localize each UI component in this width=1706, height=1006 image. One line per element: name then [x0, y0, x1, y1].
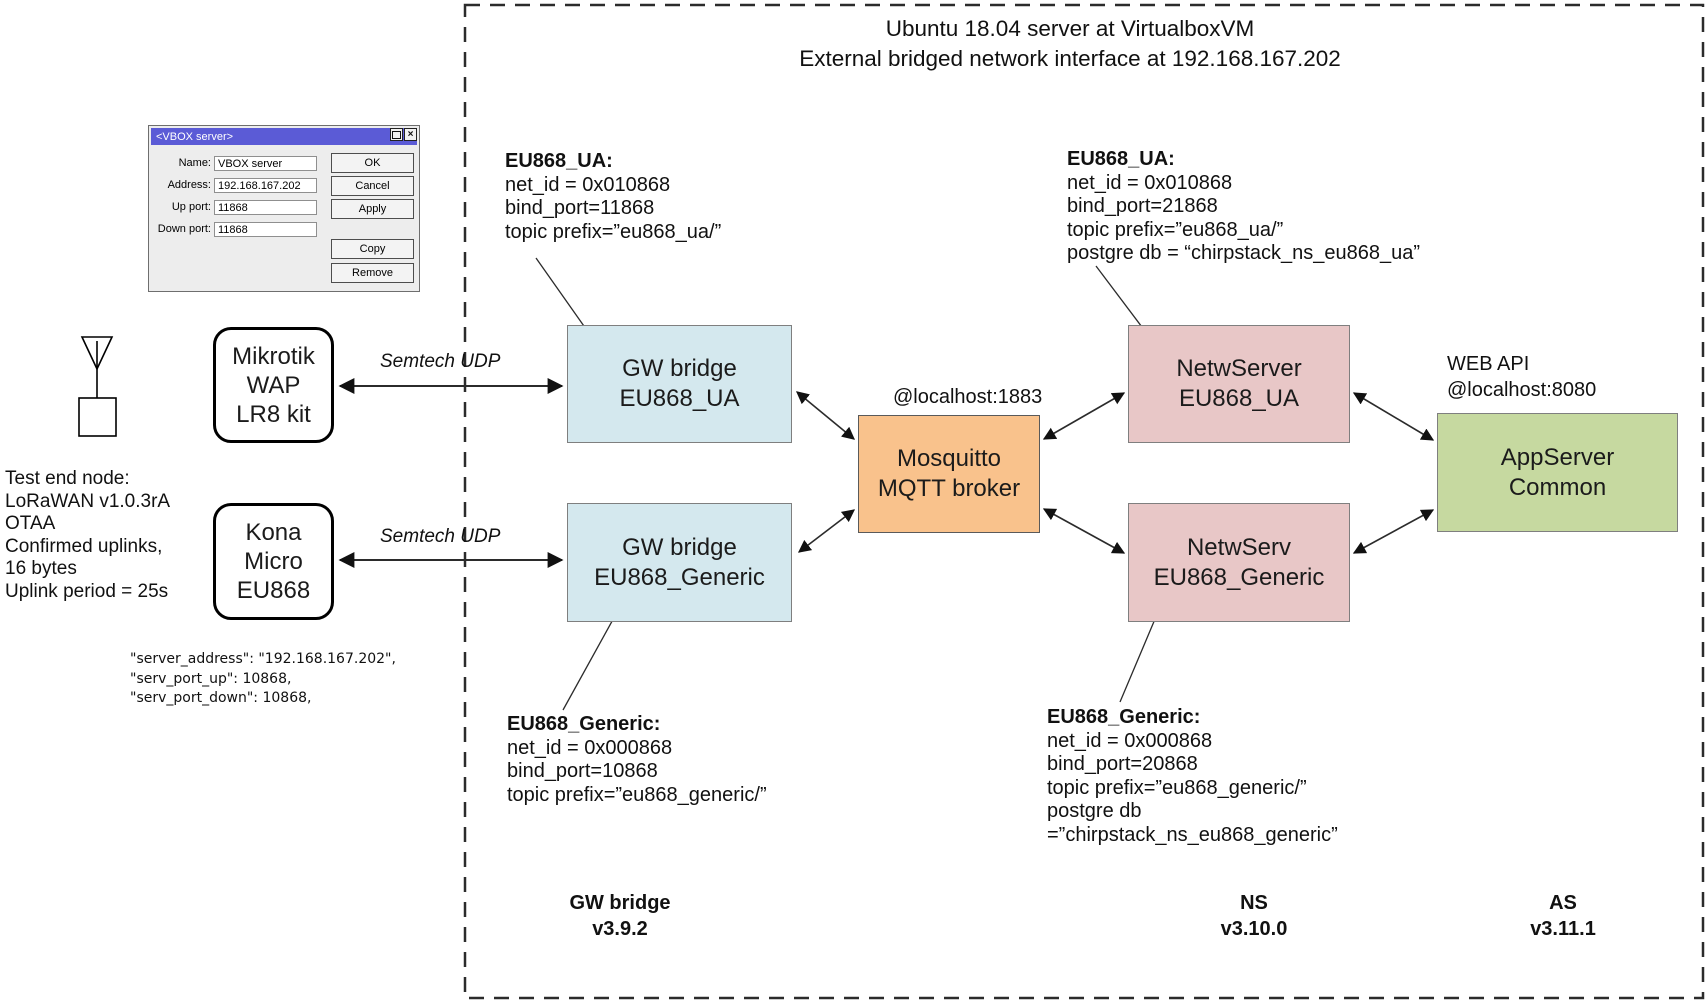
- mqtt-address-label: @localhost:1883: [893, 386, 1043, 408]
- gateway-config-snippet: "server_address": "192.168.167.202", "se…: [130, 650, 396, 709]
- annotation-line: net_id = 0x010868: [1067, 171, 1233, 194]
- annotation-line: net_id = 0x010868: [505, 173, 671, 196]
- webapi-line1: WEB API: [1447, 353, 1530, 375]
- vbox-dialog-titlebar[interactable]: <VBOX server>: [151, 128, 417, 145]
- node-mosquitto-mqtt-broker: Mosquitto MQTT broker: [858, 415, 1040, 533]
- annotation-line: topic prefix=”eu868_generic/”: [507, 783, 767, 806]
- apply-button[interactable]: Apply: [331, 199, 414, 219]
- node-gw-bridge-eu868-generic: GW bridge EU868_Generic: [567, 503, 792, 622]
- down-port-field[interactable]: 11868: [214, 222, 317, 237]
- connector-annotation-gwgeneric: [562, 604, 622, 711]
- endnode-line: Uplink period = 25s: [5, 580, 169, 602]
- cancel-button[interactable]: Cancel: [331, 176, 414, 196]
- server-frame-title: Ubuntu 18.04 server at VirtualboxVM Exte…: [500, 14, 1640, 74]
- vbox-window-controls: ×: [390, 128, 417, 141]
- annotation-line: topic prefix=”eu868_ua/”: [505, 220, 722, 243]
- ok-button[interactable]: OK: [331, 153, 414, 173]
- name-field-label: Name:: [178, 157, 211, 169]
- copy-button[interactable]: Copy: [331, 239, 414, 259]
- arrow-mqtt-nsgeneric: [1042, 508, 1126, 554]
- maximize-button[interactable]: [390, 128, 403, 141]
- annotation-title: EU868_UA:: [505, 150, 613, 172]
- vbox-server-dialog: <VBOX server> × Name: VBOX server Addres…: [148, 125, 420, 292]
- config-line: "serv_port_down": 10868,: [130, 690, 312, 706]
- endnode-line: Test end node:: [5, 468, 130, 489]
- endnode-line: LoRaWAN v1.0.3rA: [5, 490, 171, 512]
- version-ns: NS v3.10.0: [1220, 892, 1288, 940]
- vbox-dialog-title: <VBOX server>: [156, 130, 234, 143]
- config-line: "serv_port_up": 10868,: [130, 670, 292, 687]
- annotation-ns-eu868-ua: EU868_UA: net_id = 0x010868 bind_port=21…: [1067, 148, 1420, 266]
- annotation-line: bind_port=20868: [1047, 753, 1198, 775]
- address-field-label: Address:: [167, 179, 211, 191]
- annotation-gw-eu868-generic: EU868_Generic: net_id = 0x000868 bind_po…: [507, 713, 767, 807]
- arrow-mqtt-nsua: [1042, 392, 1126, 440]
- annotation-line: topic prefix=”eu868_generic/”: [1047, 776, 1307, 799]
- config-line: "server_address": "192.168.167.202",: [130, 651, 396, 667]
- webapi-line2: @localhost:8080: [1447, 379, 1597, 401]
- node-netwserv-eu868-generic: NetwServ EU868_Generic: [1128, 503, 1350, 622]
- node-appserver-common: AppServer Common: [1437, 413, 1678, 532]
- connector-annotation-nsgeneric: [1119, 611, 1159, 703]
- node-gw-bridge-eu868-ua: GW bridge EU868_UA: [567, 325, 792, 443]
- up-port-field[interactable]: 11868: [214, 200, 317, 215]
- name-field[interactable]: VBOX server: [214, 156, 317, 171]
- annotation-gw-eu868-ua: EU868_UA: net_id = 0x010868 bind_port=11…: [505, 150, 721, 244]
- arrow-gwgeneric-mqtt: [797, 509, 856, 553]
- annotation-line: bind_port=11868: [505, 197, 655, 219]
- annotation-line: net_id = 0x000868: [507, 736, 673, 759]
- node-mikrotik-gateway: Mikrotik WAP LR8 kit: [213, 327, 334, 443]
- arrow-gwua-mqtt: [796, 391, 855, 440]
- antenna-icon: [78, 336, 117, 437]
- server-title-line1: Ubuntu 18.04 server at VirtualboxVM: [885, 16, 1255, 41]
- down-port-field-label: Down port:: [157, 223, 211, 235]
- close-button[interactable]: ×: [404, 128, 417, 141]
- version-gw-bridge: GW bridge v3.9.2: [569, 892, 671, 940]
- annotation-line: topic prefix=”eu868_ua/”: [1067, 218, 1284, 241]
- annotation-line: postgre db = “chirpstack_ns_eu868_ua”: [1067, 242, 1421, 264]
- annotation-ns-eu868-generic: EU868_Generic: net_id = 0x000868 bind_po…: [1047, 706, 1338, 847]
- up-port-field-label: Up port:: [171, 201, 211, 213]
- endnode-line: Confirmed uplinks,: [5, 535, 163, 557]
- annotation-title: EU868_Generic:: [507, 713, 661, 735]
- arrow-nsua-appserver: [1352, 392, 1435, 441]
- annotation-title: EU868_Generic:: [1047, 706, 1201, 728]
- annotation-title: EU868_UA:: [1067, 148, 1175, 170]
- annotation-line: =”chirpstack_ns_eu868_generic”: [1047, 823, 1338, 846]
- annotation-line: bind_port=10868: [507, 760, 658, 782]
- server-title-line2: External bridged network interface at 19…: [799, 46, 1341, 71]
- arrow-nsgeneric-appserver: [1352, 509, 1435, 554]
- maximize-icon: [392, 130, 401, 139]
- webapi-label: WEB API @localhost:8080: [1447, 351, 1596, 403]
- node-netwserver-eu868-ua: NetwServer EU868_UA: [1128, 325, 1350, 443]
- endnode-line: OTAA: [5, 513, 56, 534]
- test-end-node-note: Test end node: LoRaWAN v1.0.3rA OTAA Con…: [5, 468, 170, 603]
- annotation-line: net_id = 0x000868: [1047, 729, 1213, 752]
- remove-button[interactable]: Remove: [331, 263, 414, 283]
- close-icon: ×: [407, 129, 414, 140]
- address-field[interactable]: 192.168.167.202: [214, 178, 317, 193]
- semtech-udp-label-top: Semtech UDP: [380, 351, 501, 372]
- server-frame-border: [463, 3, 1705, 1000]
- annotation-line: postgre db: [1047, 800, 1142, 822]
- version-as: AS v3.11.1: [1530, 892, 1596, 940]
- node-kona-gateway: Kona Micro EU868: [213, 503, 334, 620]
- endnode-line: 16 bytes: [5, 558, 77, 579]
- semtech-udp-label-bottom: Semtech UDP: [380, 526, 501, 547]
- annotation-line: bind_port=21868: [1067, 195, 1218, 217]
